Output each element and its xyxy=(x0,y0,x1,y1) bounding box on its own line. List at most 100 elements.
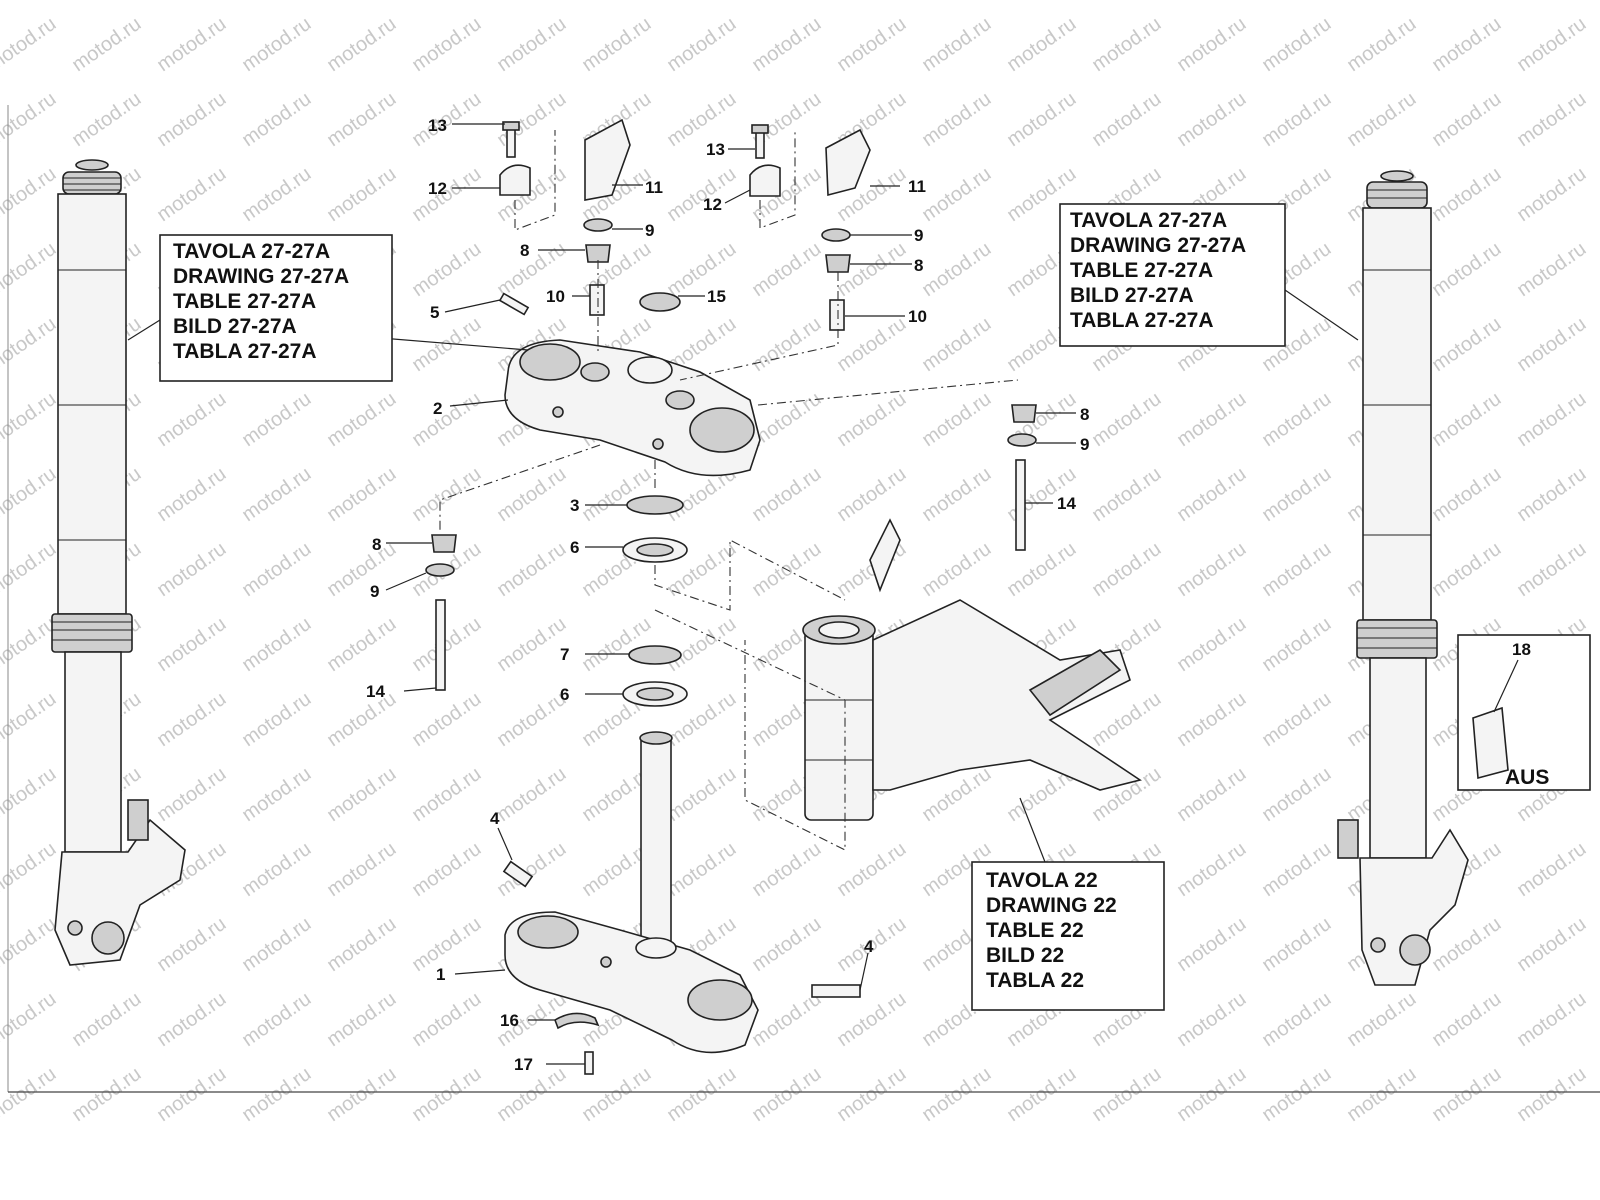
frame-headstock xyxy=(802,518,1142,821)
watermark-text: motod.ru xyxy=(663,238,740,301)
watermark-text: motod.ru xyxy=(1513,313,1590,376)
watermark-text: motod.ru xyxy=(493,688,570,751)
watermark-text: motod.ru xyxy=(1088,13,1165,76)
clamp-12-left xyxy=(499,164,531,196)
watermark-text: motod.ru xyxy=(238,0,315,1)
watermark-text: motod.ru xyxy=(323,613,400,676)
watermark-text: motod.ru xyxy=(1513,238,1590,301)
watermark-text: motod.ru xyxy=(1258,388,1335,451)
watermark-text: motod.ru xyxy=(1513,1063,1590,1126)
watermark-text: motod.ru xyxy=(1003,0,1080,1)
watermark-text: motod.ru xyxy=(918,538,995,601)
watermark-text: motod.ru xyxy=(153,763,230,826)
watermark-text: motod.ru xyxy=(663,0,740,1)
watermark-text: motod.ru xyxy=(1088,1063,1165,1126)
watermark-text: motod.ru xyxy=(1173,838,1250,901)
watermark-text: motod.ru xyxy=(1258,1063,1335,1126)
callout-17: 17 xyxy=(514,1055,533,1074)
watermark-text: motod.ru xyxy=(833,463,910,526)
watermark-text: motod.ru xyxy=(323,913,400,976)
watermark-text: motod.ru xyxy=(1258,13,1335,76)
watermark-text: motod.ru xyxy=(408,988,485,1051)
watermark-text: motod.ru xyxy=(1173,613,1250,676)
callout-9-upper-left: 9 xyxy=(645,221,654,240)
ref-left-line-2: DRAWING 27-27A xyxy=(173,265,349,288)
watermark-text: motod.ru xyxy=(1003,13,1080,76)
watermark-text: motod.ru xyxy=(1343,988,1420,1051)
watermark-text: motod.ru xyxy=(1258,688,1335,751)
ref-right-line-5: TABLA 27-27A xyxy=(1070,309,1214,332)
watermark-text: motod.ru xyxy=(323,838,400,901)
watermark-text: motod.ru xyxy=(153,13,230,76)
callout-6-lower: 6 xyxy=(560,685,569,704)
watermark-text: motod.ru xyxy=(323,538,400,601)
watermark-text: motod.ru xyxy=(0,688,60,751)
callout-8-left: 8 xyxy=(372,535,381,554)
watermark-text: motod.ru xyxy=(748,463,825,526)
watermark-text: motod.ru xyxy=(1258,913,1335,976)
watermark-text: motod.ru xyxy=(408,913,485,976)
aus-label: AUS xyxy=(1505,766,1549,789)
watermark-text: motod.ru xyxy=(323,988,400,1051)
watermark-text: motod.ru xyxy=(68,1063,145,1126)
callout-4-right: 4 xyxy=(864,937,874,956)
callout-9-upper-right: 9 xyxy=(914,226,923,245)
watermark-text: motod.ru xyxy=(0,1063,60,1126)
watermark-text: motod.ru xyxy=(748,838,825,901)
watermark-text: motod.ru xyxy=(1343,88,1420,151)
watermark-text: motod.ru xyxy=(1343,13,1420,76)
watermark-text: motod.ru xyxy=(748,13,825,76)
callout-5: 5 xyxy=(430,303,439,322)
watermark-text: motod.ru xyxy=(748,313,825,376)
callout-8-upper-left: 8 xyxy=(520,241,529,260)
watermark-text: motod.ru xyxy=(833,388,910,451)
watermark-text: motod.ru xyxy=(1258,988,1335,1051)
callout-12-left: 12 xyxy=(428,179,447,198)
watermark-text: motod.ru xyxy=(663,88,740,151)
watermark-text: motod.ru xyxy=(1258,538,1335,601)
watermark-text: motod.ru xyxy=(918,388,995,451)
watermark-text: motod.ru xyxy=(153,988,230,1051)
watermark-text: motod.ru xyxy=(578,0,655,1)
watermark-text: motod.ru xyxy=(1258,763,1335,826)
watermark-text: motod.ru xyxy=(408,238,485,301)
watermark-text: motod.ru xyxy=(1003,88,1080,151)
watermark-text: motod.ru xyxy=(833,1063,910,1126)
watermark-text: motod.ru xyxy=(918,13,995,76)
handlebar-11-right xyxy=(825,128,871,197)
watermark-text: motod.ru xyxy=(68,0,145,1)
reference-box-left: TAVOLA 27-27A DRAWING 27-27A TABLE 27-27… xyxy=(159,234,393,382)
watermark-text: motod.ru xyxy=(918,238,995,301)
watermark-text: motod.ru xyxy=(323,463,400,526)
watermark-text: motod.ru xyxy=(153,88,230,151)
watermark-text: motod.ru xyxy=(833,538,910,601)
watermark-text: motod.ru xyxy=(578,13,655,76)
watermark-text: motod.ru xyxy=(1258,613,1335,676)
watermark-text: motod.ru xyxy=(1513,463,1590,526)
watermark-text: motod.ru xyxy=(748,0,825,1)
watermark-text: motod.ru xyxy=(1088,538,1165,601)
callout-11-right: 11 xyxy=(908,177,926,196)
watermark-text: motod.ru xyxy=(153,613,230,676)
watermark-text: motod.ru xyxy=(918,0,995,1)
callout-16: 16 xyxy=(500,1011,519,1030)
watermark-text: motod.ru xyxy=(1173,988,1250,1051)
watermark-text: motod.ru xyxy=(323,1063,400,1126)
watermark-text: motod.ru xyxy=(1513,88,1590,151)
watermark-text: motod.ru xyxy=(323,763,400,826)
watermark-text: motod.ru xyxy=(578,613,655,676)
watermark-text: motod.ru xyxy=(238,688,315,751)
watermark-text: motod.ru xyxy=(918,313,995,376)
watermark-text: motod.ru xyxy=(578,463,655,526)
callout-3: 3 xyxy=(570,496,579,515)
watermark-text: motod.ru xyxy=(0,238,60,301)
watermark-text: motod.ru xyxy=(1258,0,1335,1)
watermark-text: motod.ru xyxy=(238,388,315,451)
watermark-text: motod.ru xyxy=(1513,988,1590,1051)
watermark-text: motod.ru xyxy=(663,763,740,826)
watermark-text: motod.ru xyxy=(918,463,995,526)
watermark-text: motod.ru xyxy=(68,988,145,1051)
watermark-text: motod.ru xyxy=(1428,1063,1505,1126)
ref-left-line-4: BILD 27-27A xyxy=(173,315,297,338)
watermark-text: motod.ru xyxy=(0,763,60,826)
